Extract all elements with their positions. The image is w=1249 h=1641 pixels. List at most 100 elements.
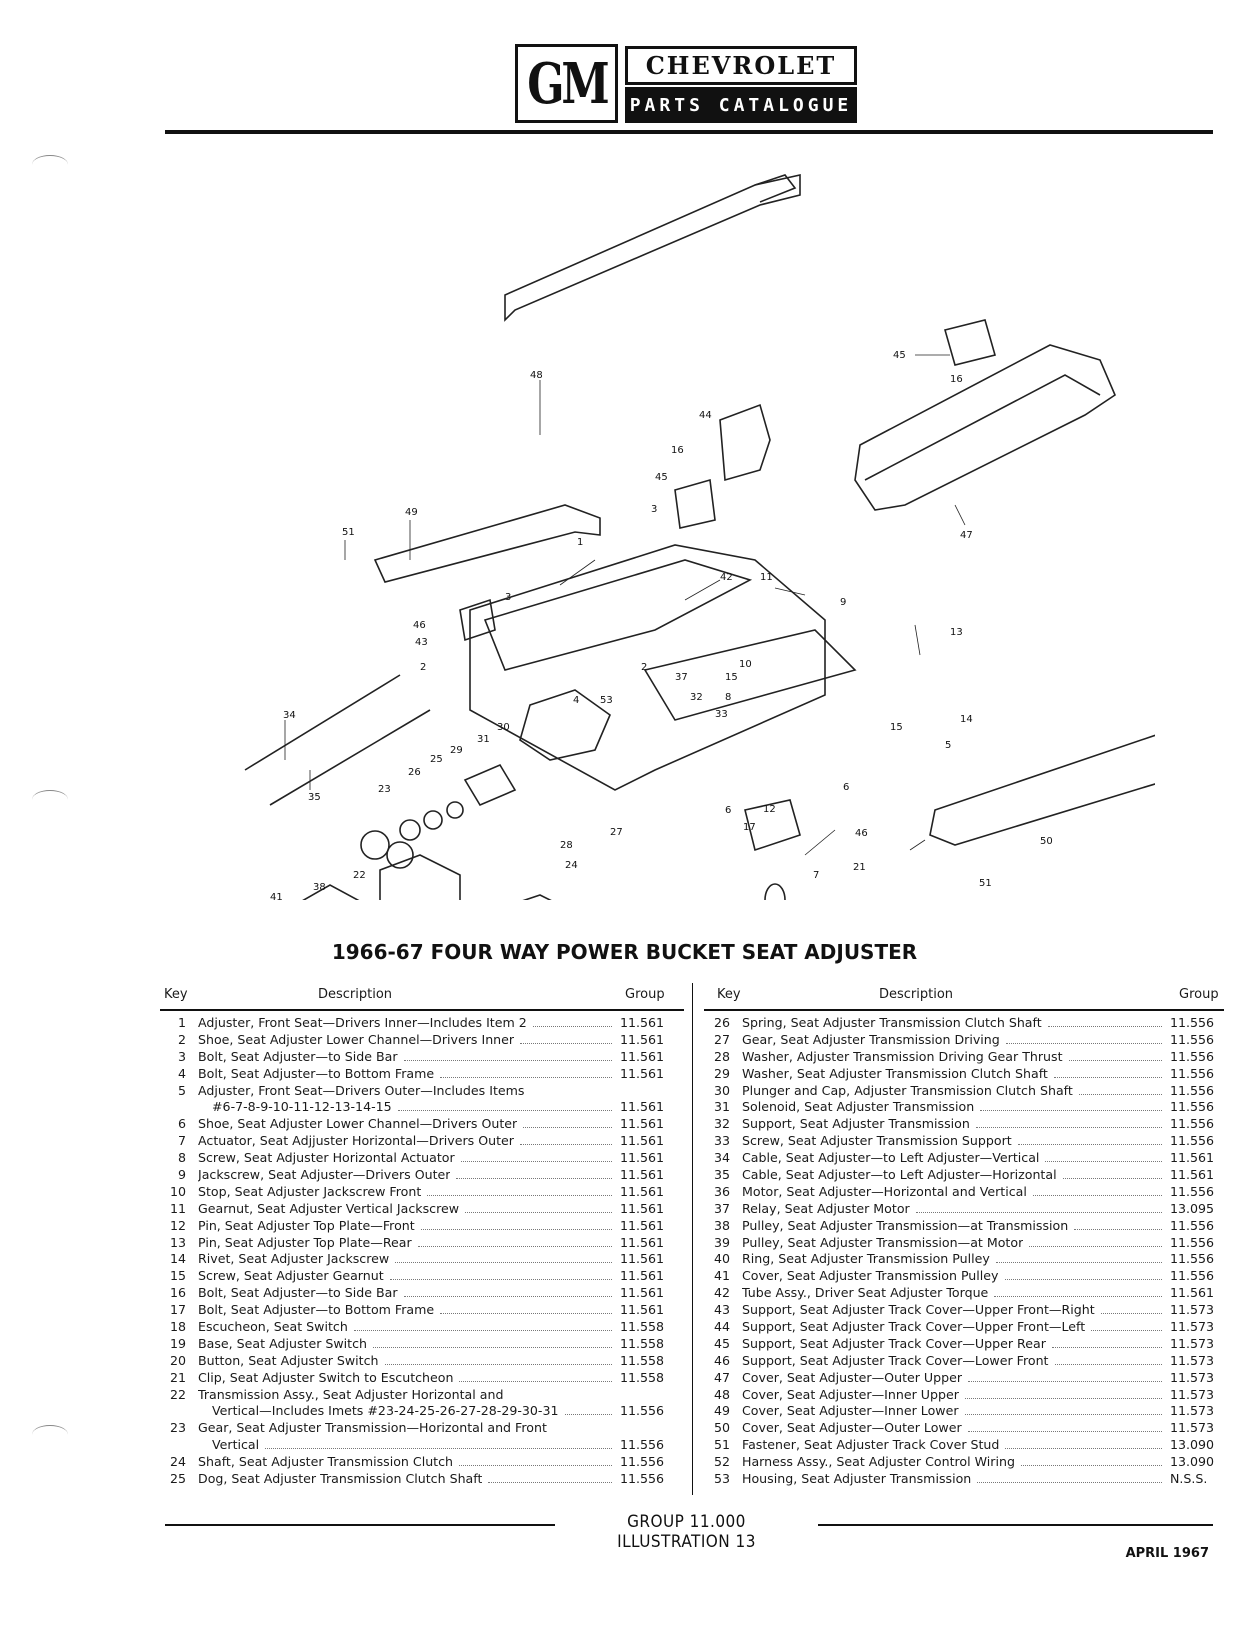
part-description: Spring, Seat Adjuster Transmission Clutc…	[742, 1015, 1042, 1030]
margin-mark	[32, 1425, 68, 1444]
leader-dots	[1055, 1353, 1162, 1365]
leader-dots	[354, 1319, 612, 1332]
leader-dots	[1006, 1032, 1162, 1044]
part-34-cable	[244, 674, 401, 771]
part-key: 15	[169, 1268, 186, 1284]
part-group: 11.561	[620, 1133, 665, 1149]
callout-45: 45	[893, 350, 906, 361]
part-23-gear	[360, 830, 390, 860]
callout-34: 34	[283, 710, 296, 721]
part-description: Shoe, Seat Adjuster Lower Channel—Driver…	[198, 1116, 518, 1132]
part-description: Tube Assy., Driver Seat Adjuster Torque	[742, 1285, 989, 1301]
part-key: 39	[713, 1234, 730, 1250]
part-key: 35	[713, 1167, 730, 1183]
leader-dots	[965, 1387, 1162, 1399]
part-group: 13.090	[1170, 1437, 1215, 1453]
part-description: Support, Seat Adjuster Track Cover—Lower…	[742, 1352, 1049, 1368]
callout-35: 35	[308, 792, 321, 803]
callout-15: 15	[725, 672, 738, 683]
part-group: 11.556	[1170, 1251, 1215, 1267]
leader-dots	[461, 1150, 612, 1163]
part-description: Bolt, Seat Adjuster—to Side Bar	[198, 1285, 398, 1301]
part-description: Button, Seat Adjuster Switch	[198, 1352, 379, 1368]
part-key: 48	[713, 1386, 730, 1402]
part-key: 14	[169, 1251, 186, 1267]
col-group-header: Group	[625, 987, 665, 1002]
part-key: 50	[713, 1420, 730, 1436]
part-key: 44	[713, 1319, 730, 1335]
catalogue-header: GM CHEVROLET PARTS CATALOGUE	[515, 44, 860, 123]
callout-44: 44	[699, 410, 712, 421]
part-group: 11.561	[620, 1285, 665, 1301]
part-description: Harness Assy., Seat Adjuster Control Wir…	[742, 1454, 1015, 1470]
leader-dots	[456, 1167, 612, 1180]
part-key: 32	[713, 1116, 730, 1132]
part-31-solenoid	[463, 763, 517, 807]
part-group: 11.556	[1170, 1048, 1215, 1064]
part-group: 11.556	[1170, 1116, 1215, 1132]
callout-9: 9	[840, 597, 846, 608]
leader-dots	[1021, 1454, 1162, 1467]
part-key: 47	[713, 1369, 730, 1385]
callout-38: 38	[313, 882, 326, 893]
part-description: Escucheon, Seat Switch	[198, 1319, 348, 1335]
callout-leaders	[284, 354, 966, 856]
callout-2: 2	[420, 662, 426, 673]
leader-dots	[459, 1370, 612, 1382]
part-group: 11.556	[1170, 1031, 1215, 1047]
part-group: 11.556	[620, 1454, 665, 1470]
part-41-cover	[302, 884, 360, 900]
part-key: 6	[177, 1116, 186, 1132]
part-group: 11.561	[1170, 1285, 1215, 1301]
footer-rule	[818, 1524, 1213, 1526]
callout-46b: 46	[855, 828, 868, 839]
part-key: 11	[169, 1200, 186, 1216]
adjuster-frame	[469, 544, 826, 791]
table-row: Vertical—Includes Imets #23-24-25-26-27-…	[160, 1403, 684, 1420]
leader-dots	[390, 1268, 612, 1281]
part-key: 46	[713, 1352, 730, 1368]
part-group: 11.556	[1170, 1082, 1215, 1098]
part-key: 18	[169, 1319, 186, 1335]
part-group: 11.561	[620, 1268, 665, 1284]
callout-49: 49	[405, 507, 418, 518]
header-rule	[165, 130, 1213, 134]
part-22-housing	[379, 854, 461, 900]
part-49-cover	[373, 504, 601, 583]
part-group: 11.561	[620, 1150, 665, 1166]
callout-15b: 15	[890, 722, 903, 733]
part-key: 27	[713, 1031, 730, 1047]
part-description: Base, Seat Adjuster Switch	[198, 1335, 368, 1351]
part-key: 3	[177, 1048, 186, 1064]
leader-dots	[965, 1403, 1162, 1416]
callout-12: 12	[763, 804, 776, 815]
callout-5: 5	[945, 740, 951, 751]
leader-dots	[1005, 1437, 1162, 1450]
part-description: Support, Seat Adjuster Track Cover—Upper…	[742, 1335, 1046, 1351]
leader-dots	[440, 1066, 612, 1078]
adjuster-track-inner	[483, 559, 753, 671]
callout-28: 28	[560, 840, 573, 851]
part-key: 36	[713, 1183, 730, 1199]
part-description: Plunger and Cap, Adjuster Transmission C…	[742, 1082, 1073, 1098]
part-key: 33	[713, 1133, 730, 1149]
part-group: 11.561	[620, 1251, 665, 1267]
part-description: Cable, Seat Adjuster—to Left Adjuster—Ve…	[742, 1150, 1040, 1166]
callout-6b: 6	[725, 805, 731, 816]
leader-dots	[976, 1116, 1162, 1129]
part-key: 5	[177, 1082, 186, 1098]
